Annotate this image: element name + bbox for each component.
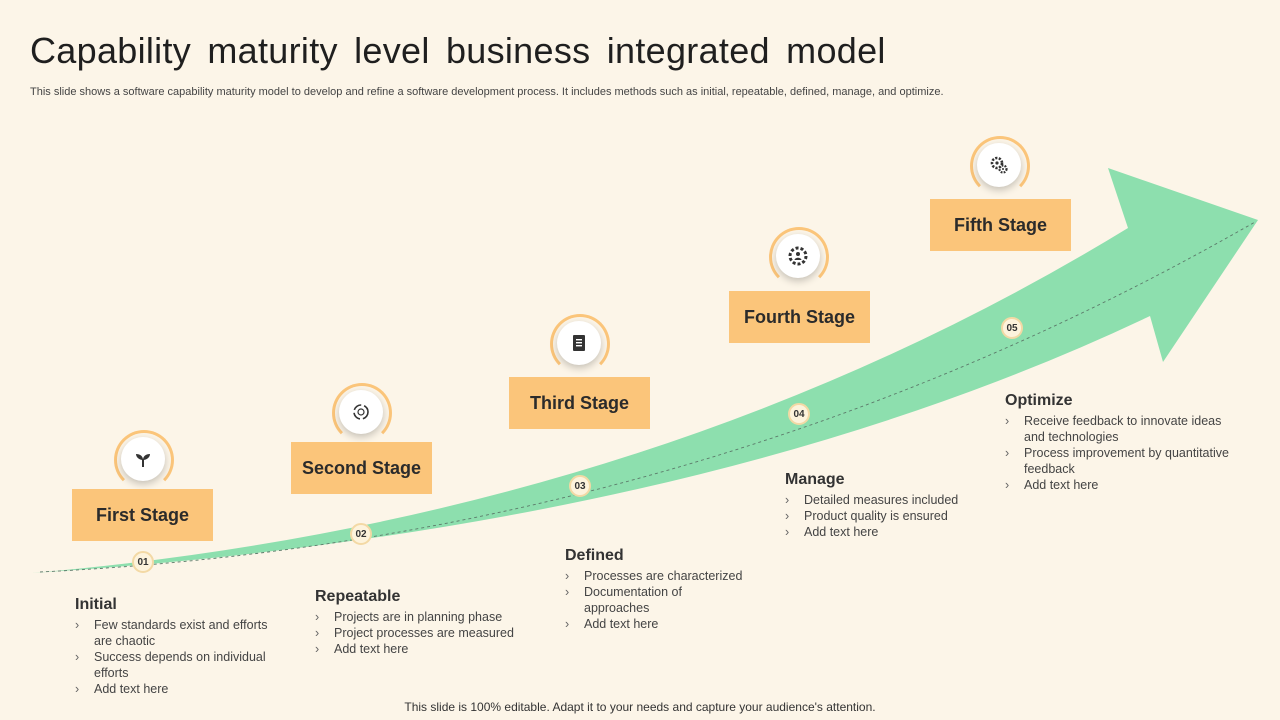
stage-3-bullet-3: Add text here [565,616,765,632]
stage-2-heading: Repeatable [315,588,401,605]
stage-4-icon-badge [769,227,829,287]
stage-1-description: Initial Few standards exist and efforts … [75,596,285,697]
stage-2-icon-badge [332,383,392,443]
stage-1-bullet-1: Few standards exist and efforts are chao… [75,617,285,649]
stage-5-description: Optimize Receive feedback to innovate id… [1005,392,1245,493]
stage-3-bullet-2: Documentation of approaches [565,584,704,616]
stage-5-bullet-2: Process improvement by quantitative feed… [1005,445,1245,477]
stage-5-bullet-1: Receive feedback to innovate ideas and t… [1005,413,1245,445]
stage-4-box: Fourth Stage [729,291,870,343]
stage-3-icon-badge [550,314,610,374]
stage-2-bullet-2: Project processes are measured [315,625,535,641]
stage-5-marker: 05 [1001,317,1023,339]
stage-4-heading: Manage [785,471,845,488]
stage-1-bullet-2: Success depends on individual efforts [75,649,285,681]
stage-1-box: First Stage [72,489,213,541]
stage-4-description: Manage Detailed measures included Produc… [785,471,1005,540]
arrow-dashed-path [39,221,1256,573]
stage-4-bullet-3: Add text here [785,524,1005,540]
arrow-body [32,168,1258,573]
stage-5-heading: Optimize [1005,392,1073,409]
stage-2-bullet-3: Add text here [315,641,535,657]
team-gear-icon [788,246,808,266]
stage-3-bullet-1: Processes are characterized [565,568,765,584]
page-title: Capability maturity level business integ… [30,30,886,71]
stage-2-bullet-1: Projects are in planning phase [315,609,535,625]
refresh-cycle-icon [353,404,369,420]
stage-4-bullet-1: Detailed measures included [785,492,1005,508]
stage-2-marker: 02 [350,523,372,545]
sprout-icon [136,454,150,467]
stage-1-marker: 01 [132,551,154,573]
stage-5-box: Fifth Stage [930,199,1071,251]
gears-icon [990,156,1008,174]
footer-note: This slide is 100% editable. Adapt it to… [404,700,876,714]
stage-5-icon-badge [970,136,1030,196]
stage-1-bullet-3: Add text here [75,681,285,697]
stage-3-box: Third Stage [509,377,650,429]
stage-2-box: Second Stage [291,442,432,494]
stage-4-bullet-2: Product quality is ensured [785,508,1005,524]
stage-4-marker: 04 [788,403,810,425]
stage-5-bullet-3: Add text here [1005,477,1245,493]
stage-3-marker: 03 [569,475,591,497]
document-icon [573,335,585,351]
stage-3-description: Defined Processes are characterized Docu… [565,547,765,632]
page-subtitle: This slide shows a software capability m… [30,86,944,98]
stage-3-heading: Defined [565,547,624,564]
stage-2-description: Repeatable Projects are in planning phas… [315,588,535,657]
stage-1-icon-badge [114,430,174,490]
stage-1-heading: Initial [75,596,117,613]
